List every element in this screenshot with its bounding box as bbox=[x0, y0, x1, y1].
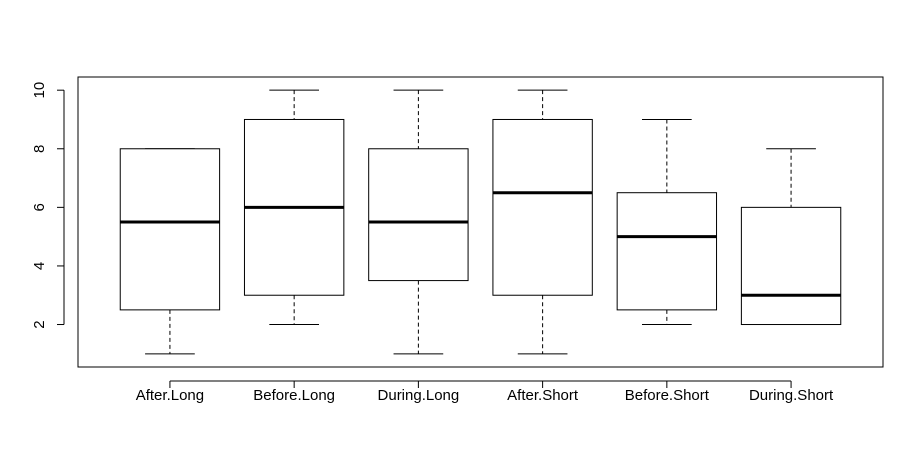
x-tick-label: Before.Short bbox=[625, 387, 710, 404]
y-tick-label: 4 bbox=[31, 262, 48, 270]
x-tick-label: Before.Long bbox=[253, 387, 335, 404]
y-tick-label: 2 bbox=[31, 320, 48, 328]
x-tick-label: After.Long bbox=[136, 387, 204, 404]
iqr-box bbox=[616, 192, 718, 311]
box-During.Short bbox=[740, 148, 842, 326]
y-tick-label: 6 bbox=[31, 203, 48, 211]
y-axis: 2 4 6 8 10 bbox=[31, 82, 65, 329]
iqr-box bbox=[368, 148, 469, 282]
iqr-box bbox=[740, 206, 842, 326]
box-Before.Short bbox=[616, 118, 718, 326]
box-After.Short bbox=[492, 89, 593, 355]
boxes bbox=[119, 89, 842, 355]
x-tick-label: During.Long bbox=[378, 387, 460, 404]
x-tick-label: After.Short bbox=[507, 387, 579, 404]
iqr-box bbox=[492, 118, 593, 296]
y-tick-label: 8 bbox=[31, 145, 48, 153]
x-tick-label: During.Short bbox=[749, 387, 834, 404]
plot-frame bbox=[77, 76, 884, 368]
x-axis: After.Long Before.Long During.Long After.Sh… bbox=[136, 380, 834, 404]
box-After.Long bbox=[119, 148, 221, 355]
y-tick-label: 10 bbox=[31, 82, 48, 99]
box-During.Long bbox=[368, 89, 469, 355]
box-Before.Long bbox=[243, 89, 345, 326]
iqr-box bbox=[119, 148, 221, 311]
